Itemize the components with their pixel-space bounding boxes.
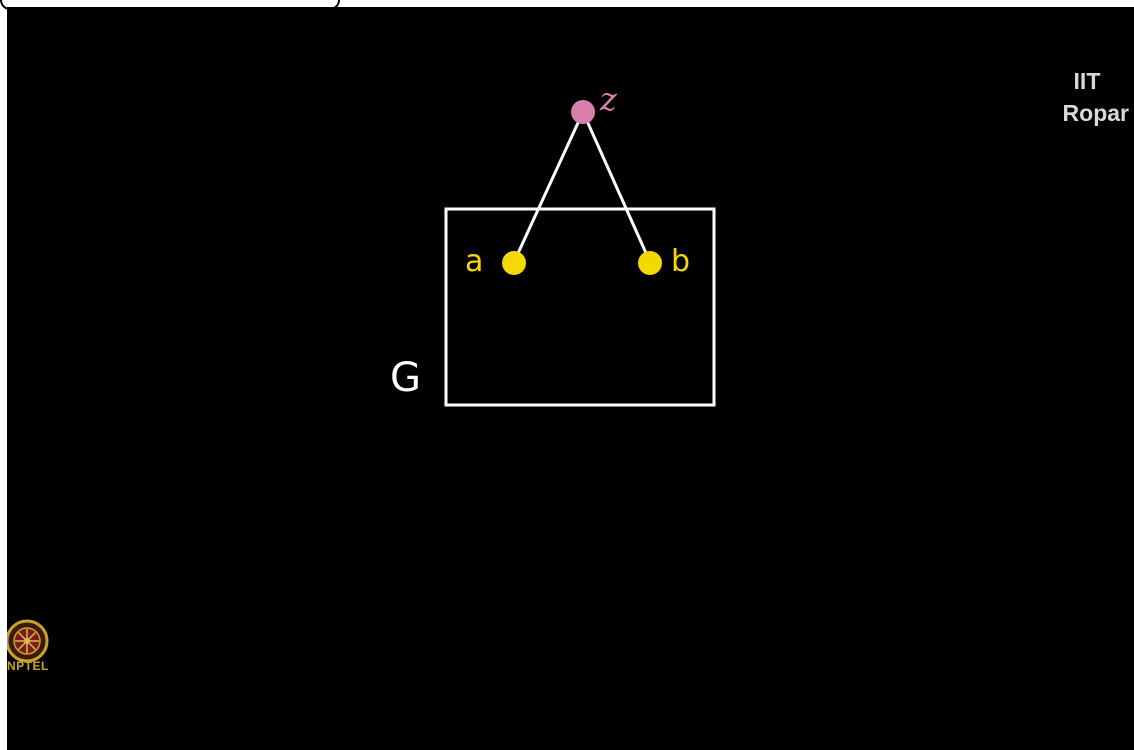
iit-ropar-watermark: IIT Ropar <box>1063 65 1129 129</box>
nptel-logo-text: NPTEL <box>7 659 49 673</box>
edge-z-a <box>512 111 585 263</box>
video-frame: a b z G IIT Ropar NPTEL <box>7 7 1134 750</box>
vertex-b <box>638 251 662 275</box>
graph-g-box <box>444 207 716 407</box>
watermark-line2: Ropar <box>1062 100 1129 126</box>
watermark-line1: IIT <box>1073 68 1101 94</box>
nptel-wheel-logo-icon <box>7 619 49 663</box>
vertex-a-label: a <box>465 244 483 279</box>
vertex-a <box>502 251 526 275</box>
vertex-z <box>571 100 595 124</box>
graph-g-label: G <box>390 355 421 401</box>
vertex-z-label: z <box>599 80 618 118</box>
diagram-svg: a b z G <box>7 80 716 663</box>
edge-z-b <box>581 111 652 263</box>
vertex-b-label: b <box>671 244 690 279</box>
